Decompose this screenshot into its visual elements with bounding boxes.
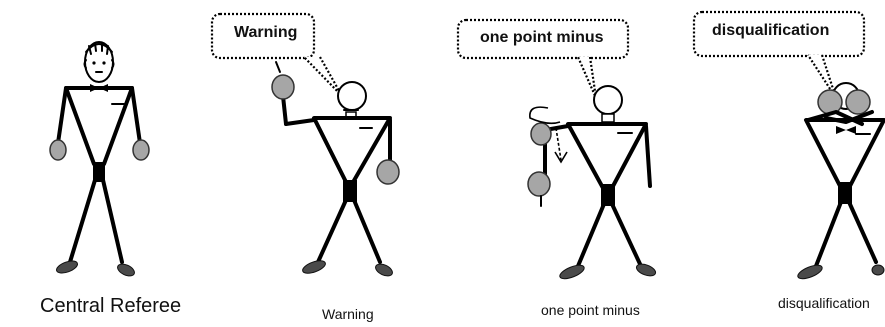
- one-point-minus-bubble-text: one point minus: [480, 29, 604, 46]
- warning-raised-fist: [271, 74, 295, 100]
- warning-head: [337, 81, 367, 111]
- fist-right: [132, 139, 150, 161]
- referee-hair: [85, 43, 113, 53]
- one-point-minus-head: [593, 85, 623, 115]
- disqualification-bubble-text: disqualification: [712, 22, 830, 39]
- referee-torso: [64, 86, 134, 166]
- rotation-arrow: [529, 106, 561, 125]
- one-point-minus-torso: [566, 122, 648, 190]
- warning-bubble-tail: [303, 56, 343, 97]
- central-referee-figure: [49, 41, 150, 277]
- disqualification-caption: disqualification: [778, 295, 870, 311]
- shoe-right: [117, 263, 135, 277]
- disqualification-speech-bubble: [692, 10, 866, 58]
- referee-eye-left: [92, 61, 96, 65]
- one-point-minus-speech-bubble: [456, 18, 630, 60]
- one-point-minus-lower-fist: [527, 171, 551, 197]
- warning-bubble-text: Warning: [234, 24, 298, 41]
- one-point-minus-bubble-tail: [576, 56, 598, 99]
- disqualification-figure: [692, 10, 885, 280]
- shoe-left: [56, 260, 78, 274]
- warning-figure: [210, 12, 400, 277]
- warning-speech-bubble: [210, 12, 316, 60]
- one-point-minus-caption: one point minus: [541, 302, 640, 318]
- warning-lowered-fist: [376, 159, 400, 185]
- fist-left: [49, 139, 67, 161]
- belt: [93, 162, 105, 182]
- one-point-minus-figure: [456, 18, 657, 280]
- disqualification-fist-left: [817, 89, 843, 115]
- referee-eye-right: [102, 61, 106, 65]
- disqualification-fist-right: [845, 89, 871, 115]
- one-point-minus-upper-fist: [530, 122, 552, 146]
- warning-caption: Warning: [322, 306, 374, 322]
- central-referee-caption: Central Referee: [40, 295, 182, 317]
